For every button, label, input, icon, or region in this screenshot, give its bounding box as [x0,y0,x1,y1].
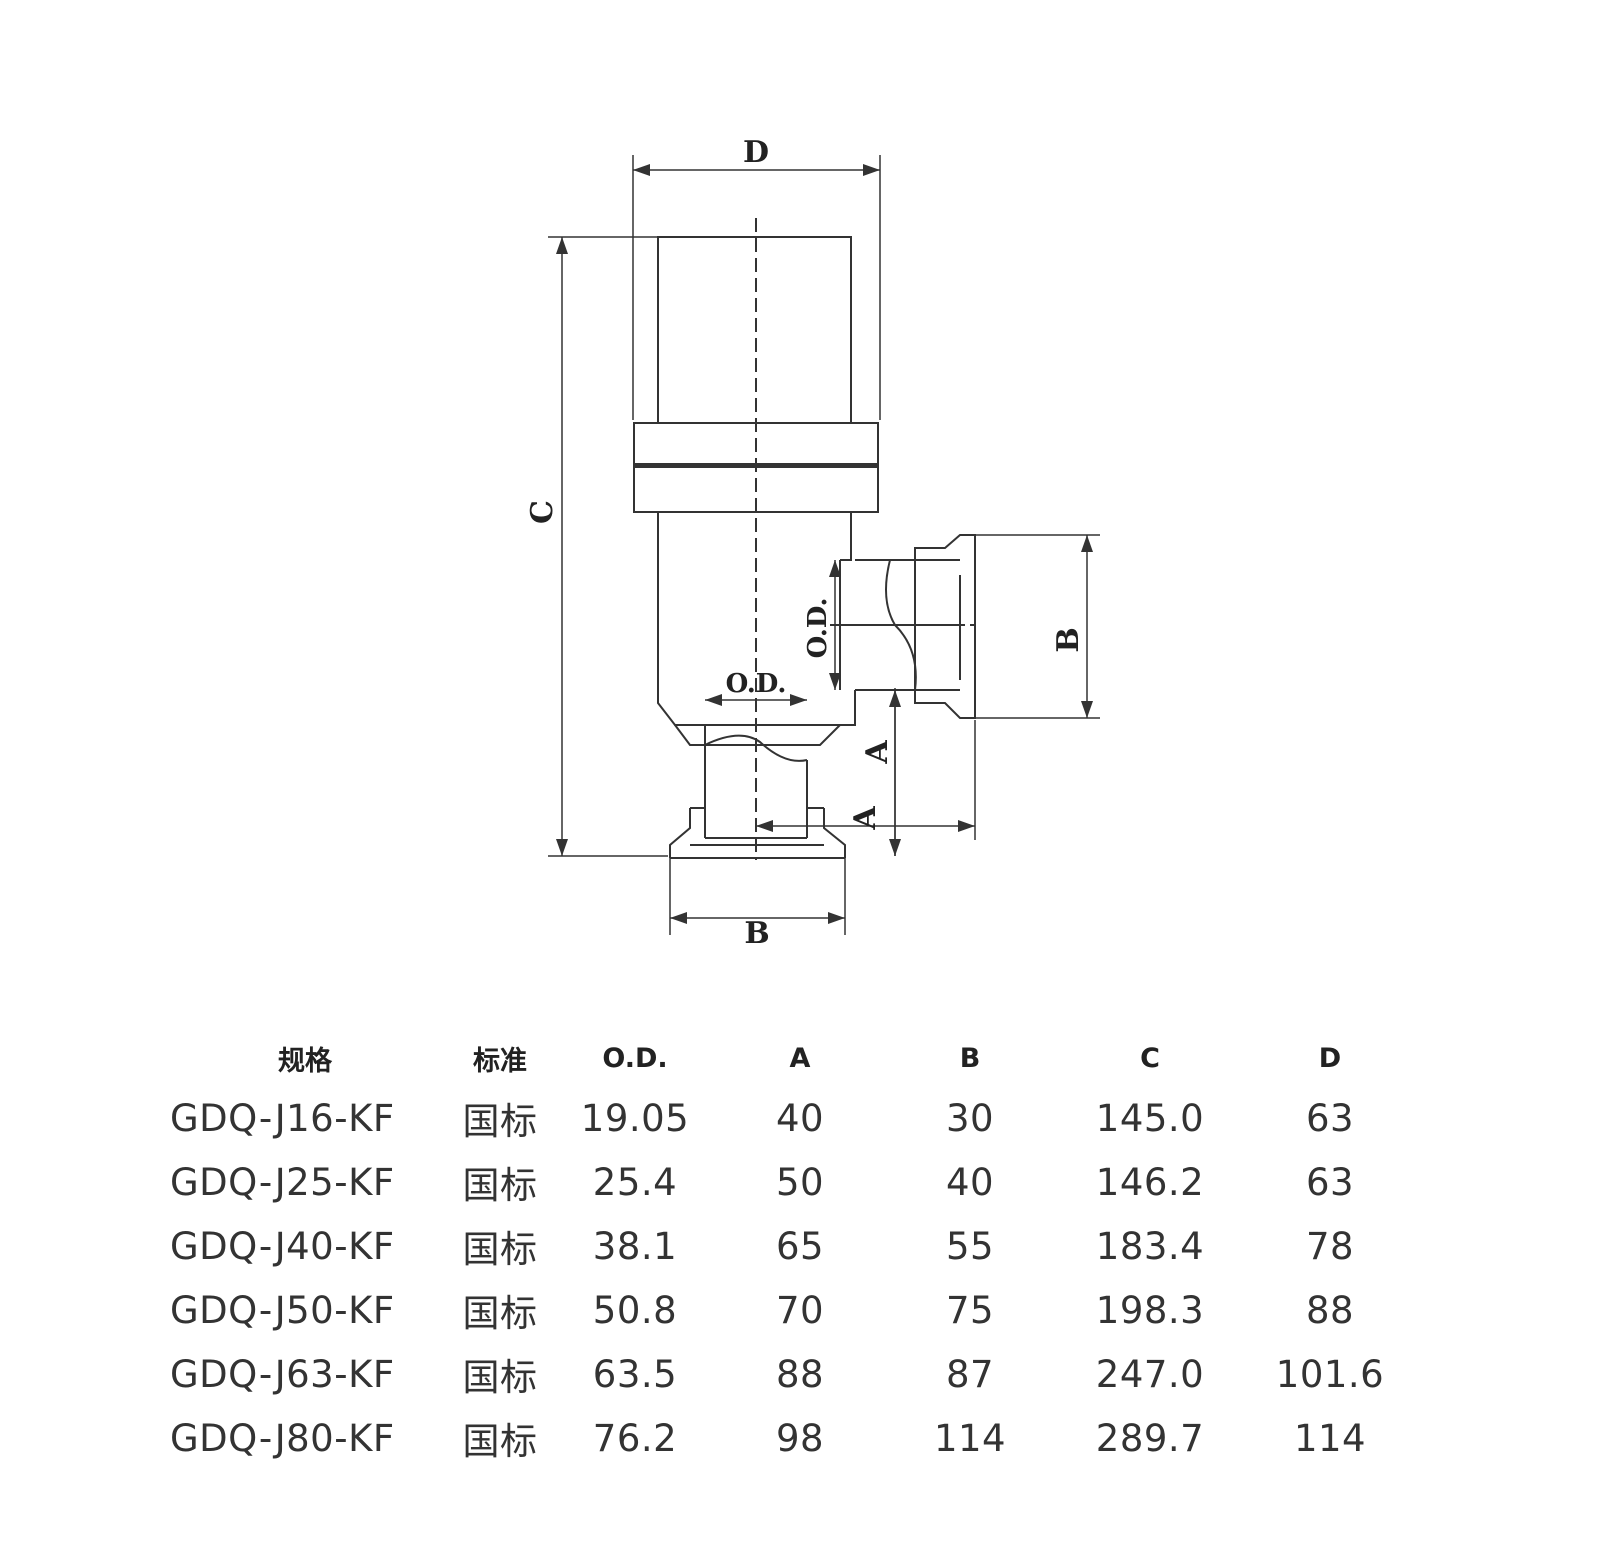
cell-c: 289.7 [1095,1416,1205,1460]
label-D: D [743,135,769,170]
cell-b: 75 [945,1288,995,1332]
valve-technical-drawing: D C B B O.D. O.D. A A [525,135,1100,951]
header-spec: 规格 [278,1045,332,1077]
cell-a: 65 [775,1224,825,1268]
table-header-row: 规格 标准 O.D. A B C D [160,1030,1420,1086]
cell-od: 63.5 [592,1352,678,1396]
header-standard: 标准 [473,1045,527,1077]
cell-c: 183.4 [1095,1224,1205,1268]
cell-b: 55 [945,1224,995,1268]
cell-model: GDQ-J25-KF [170,1160,395,1204]
label-C: C [525,500,560,524]
table-row: GDQ-J16-KF 国标 19.05 40 30 145.0 63 [160,1086,1420,1150]
cell-od: 25.4 [592,1160,678,1204]
cell-b: 87 [945,1352,995,1396]
cell-b: 30 [945,1096,995,1140]
cell-a: 98 [775,1416,825,1460]
table-row: GDQ-J80-KF 国标 76.2 98 114 289.7 114 [160,1406,1420,1470]
table-row: GDQ-J40-KF 国标 38.1 65 55 183.4 78 [160,1214,1420,1278]
cell-c: 198.3 [1095,1288,1205,1332]
cell-model: GDQ-J50-KF [170,1288,395,1332]
cell-d: 63 [1305,1160,1355,1204]
table-row: GDQ-J25-KF 国标 25.4 50 40 146.2 63 [160,1150,1420,1214]
cell-c: 247.0 [1095,1352,1205,1396]
table-row: GDQ-J63-KF 国标 63.5 88 87 247.0 101.6 [160,1342,1420,1406]
table-row: GDQ-J50-KF 国标 50.8 70 75 198.3 88 [160,1278,1420,1342]
header-od: O.D. [602,1042,668,1074]
cell-standard: 国标 [462,1164,538,1207]
label-OD-bottom: O.D. [726,669,787,699]
right-kf-flange [914,534,976,719]
label-A-horizontal: A [848,806,883,831]
cell-d: 78 [1305,1224,1355,1268]
cell-model: GDQ-J16-KF [170,1096,395,1140]
actuator-cylinder [657,236,852,424]
cell-d: 114 [1293,1416,1367,1460]
cell-standard: 国标 [462,1420,538,1463]
cell-a: 70 [775,1288,825,1332]
cell-d: 88 [1305,1288,1355,1332]
cell-standard: 国标 [462,1356,538,1399]
header-b: B [959,1042,981,1074]
cell-model: GDQ-J80-KF [170,1416,395,1460]
cell-d: 63 [1305,1096,1355,1140]
cell-a: 88 [775,1352,825,1396]
label-B-bottom: B [744,916,769,951]
label-B-right: B [1051,627,1086,652]
bottom-port-neck [704,725,808,838]
cell-c: 145.0 [1095,1096,1205,1140]
bottom-kf-flange [669,807,846,859]
header-a: A [789,1042,811,1074]
cell-b: 40 [945,1160,995,1204]
spec-table: 规格 标准 O.D. A B C D GDQ-J16-KF 国标 19.05 4… [160,1030,1420,1470]
cell-standard: 国标 [462,1100,538,1143]
cell-od: 76.2 [592,1416,678,1460]
cell-a: 40 [775,1096,825,1140]
cell-od: 50.8 [592,1288,678,1332]
cell-d: 101.6 [1275,1352,1385,1396]
cell-standard: 国标 [462,1228,538,1271]
cell-standard: 国标 [462,1292,538,1335]
label-OD-right: O.D. [803,598,833,659]
cell-od: 38.1 [592,1224,678,1268]
cell-b: 114 [933,1416,1007,1460]
header-d: D [1318,1042,1342,1074]
header-c: C [1140,1042,1160,1074]
cell-c: 146.2 [1095,1160,1205,1204]
cell-od: 19.05 [580,1096,690,1140]
cell-a: 50 [775,1160,825,1204]
label-A-vertical: A [860,740,895,765]
cell-model: GDQ-J63-KF [170,1352,395,1396]
cell-model: GDQ-J40-KF [170,1224,395,1268]
